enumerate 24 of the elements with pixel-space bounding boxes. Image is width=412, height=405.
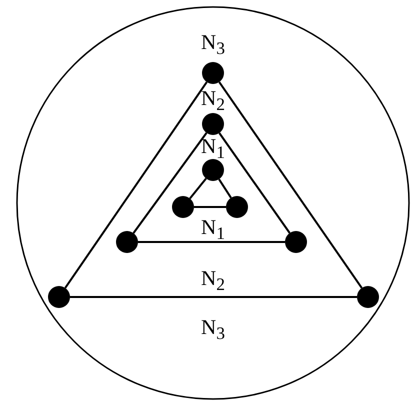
- level-label: N$_{2}$: [201, 266, 225, 296]
- vertex-dot: [48, 286, 70, 308]
- level-label: N$_{3}$: [201, 316, 225, 344]
- vertex-dot: [357, 286, 379, 308]
- line: [70, 296, 357, 298]
- level-label: N$_{1}$: [201, 216, 225, 244]
- vertex-dot: [202, 113, 224, 135]
- line: [218, 81, 363, 289]
- line: [218, 132, 290, 234]
- vertex-dot: [202, 159, 224, 181]
- line: [218, 178, 232, 198]
- line: [138, 241, 285, 243]
- line: [194, 206, 226, 208]
- level-label: N$_{3}$: [201, 30, 225, 60]
- vertex-dot: [285, 231, 307, 253]
- line: [64, 82, 208, 288]
- vertex-dot: [226, 196, 248, 218]
- vertex-dot: [202, 62, 224, 84]
- line: [132, 132, 208, 234]
- vertex-dot: [172, 196, 194, 218]
- line: [189, 178, 207, 200]
- vertex-dot: [116, 231, 138, 253]
- level-label: N$_{2}$: [201, 86, 225, 116]
- level-label: N$_{1}$: [201, 134, 225, 164]
